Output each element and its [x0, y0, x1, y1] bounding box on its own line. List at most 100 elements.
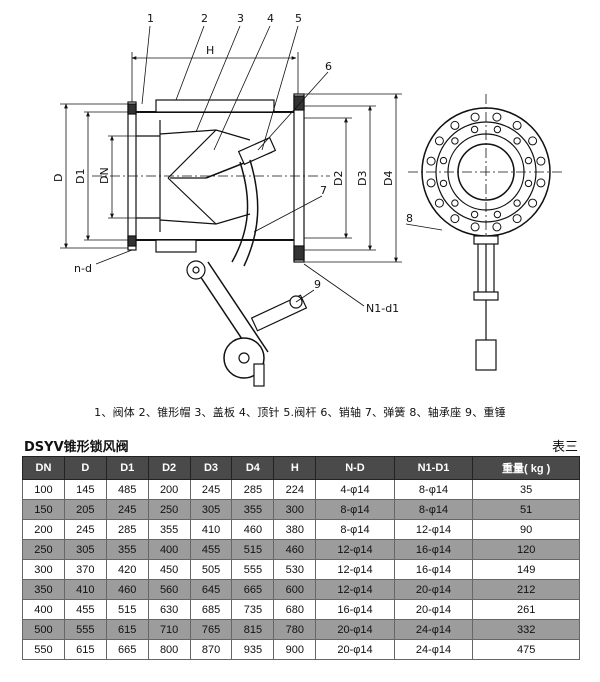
bolt-hole: [493, 210, 502, 219]
table-cell: 149: [472, 559, 580, 580]
table-cell: 245: [63, 519, 107, 540]
table-cell: 680: [273, 599, 317, 620]
table-cell: 200: [22, 519, 65, 540]
bolt-hole: [470, 222, 480, 232]
table-number: 表三: [551, 440, 578, 455]
table-cell: 8-φ14: [393, 479, 474, 500]
table-cell: 800: [147, 639, 191, 660]
dim-d1: D1: [74, 169, 87, 184]
callout-2: 2: [201, 12, 208, 25]
col-n-d: N-D: [315, 456, 395, 480]
bolt-hole: [434, 198, 444, 208]
table-cell: 710: [147, 619, 191, 640]
bolt-hole: [470, 210, 479, 219]
callout-4: 4: [267, 12, 274, 25]
table-cell: 212: [472, 579, 580, 600]
table-cell: 505: [189, 559, 233, 580]
table-cell: 560: [147, 579, 191, 600]
callout-6: 6: [325, 60, 332, 73]
table-cell: 150: [22, 499, 65, 520]
table-cell: 630: [147, 599, 191, 620]
table-cell: 410: [63, 579, 107, 600]
dim-d4: D4: [382, 171, 395, 186]
table-cell: 645: [189, 579, 233, 600]
table-cell: 410: [189, 519, 233, 540]
table-cell: 900: [273, 639, 317, 660]
table-cell: 20-φ14: [315, 619, 395, 640]
table-cell: 285: [105, 519, 149, 540]
table-cell: 90: [472, 519, 580, 540]
callout-5: 5: [295, 12, 302, 25]
dim-h: H: [206, 44, 214, 57]
table-cell: 600: [273, 579, 317, 600]
table-header-row: DN D D1 D2 D3 D4 H N-D N1-D1 重量( kg ): [22, 456, 580, 480]
table-cell: 370: [63, 559, 107, 580]
bolt-hole: [524, 179, 533, 188]
bolt-hole: [528, 198, 538, 208]
table-cell: 355: [231, 499, 275, 520]
table-cell: 305: [63, 539, 107, 560]
table-cell: 355: [105, 539, 149, 560]
col-weight: 重量( kg ): [472, 456, 580, 480]
table-cell: 665: [231, 579, 275, 600]
table-cell: 35: [472, 479, 580, 500]
table-title: DSYV锥形锁风阀: [24, 440, 129, 455]
table-cell: 12-φ14: [315, 579, 395, 600]
table-cell: 250: [22, 539, 65, 560]
bolt-hole: [512, 120, 522, 130]
table-cell: 8-φ14: [315, 499, 395, 520]
table-cell: 16-φ14: [393, 539, 474, 560]
dim-dn: DN: [98, 167, 111, 184]
table-cell: 450: [147, 559, 191, 580]
table-cell: 8-φ14: [393, 499, 474, 520]
table-cell: 400: [22, 599, 65, 620]
table-cell: 245: [189, 479, 233, 500]
table-cell: 16-φ14: [315, 599, 395, 620]
bolt-hole: [450, 214, 460, 224]
bolt-hole: [426, 178, 436, 188]
table-cell: 685: [189, 599, 233, 620]
table-cell: 420: [105, 559, 149, 580]
bolt-hole: [492, 112, 502, 122]
table-cell: 100: [22, 479, 65, 500]
bolt-hole: [512, 214, 522, 224]
col-h: H: [273, 456, 317, 480]
table-cell: 765: [189, 619, 233, 640]
bolt-hole: [513, 199, 521, 207]
table-cell: 555: [63, 619, 107, 640]
callout-9: 9: [314, 278, 321, 291]
bolt-hole: [524, 156, 533, 165]
bolt-hole: [470, 125, 479, 134]
table-cell: 332: [472, 619, 580, 640]
table-cell: 455: [189, 539, 233, 560]
table-cell: 16-φ14: [393, 559, 474, 580]
table-cell: 460: [231, 519, 275, 540]
bolt-hole: [426, 156, 436, 166]
table-cell: 615: [63, 639, 107, 660]
table-cell: 205: [63, 499, 107, 520]
table-cell: 350: [22, 579, 65, 600]
bolt-hole: [528, 136, 538, 146]
bolt-hole: [493, 125, 502, 134]
table-cell: 24-φ14: [393, 639, 474, 660]
dim-n1d1: N1-d1: [366, 302, 399, 315]
col-d2: D2: [147, 456, 191, 480]
table-cell: 20-φ14: [393, 599, 474, 620]
table-cell: 515: [231, 539, 275, 560]
bolt-hole: [451, 199, 459, 207]
dim-nd: n-d: [74, 262, 92, 275]
bolt-hole: [439, 156, 448, 165]
table-cell: 120: [472, 539, 580, 560]
dim-d3: D3: [356, 171, 369, 186]
table-cell: 20-φ14: [315, 639, 395, 660]
spec-table: DN D D1 D2 D3 D4 H N-D N1-D1 重量( kg ) 10…: [22, 456, 580, 660]
table-cell: 261: [472, 599, 580, 620]
table-cell: 12-φ14: [393, 519, 474, 540]
bolt-hole: [470, 112, 480, 122]
